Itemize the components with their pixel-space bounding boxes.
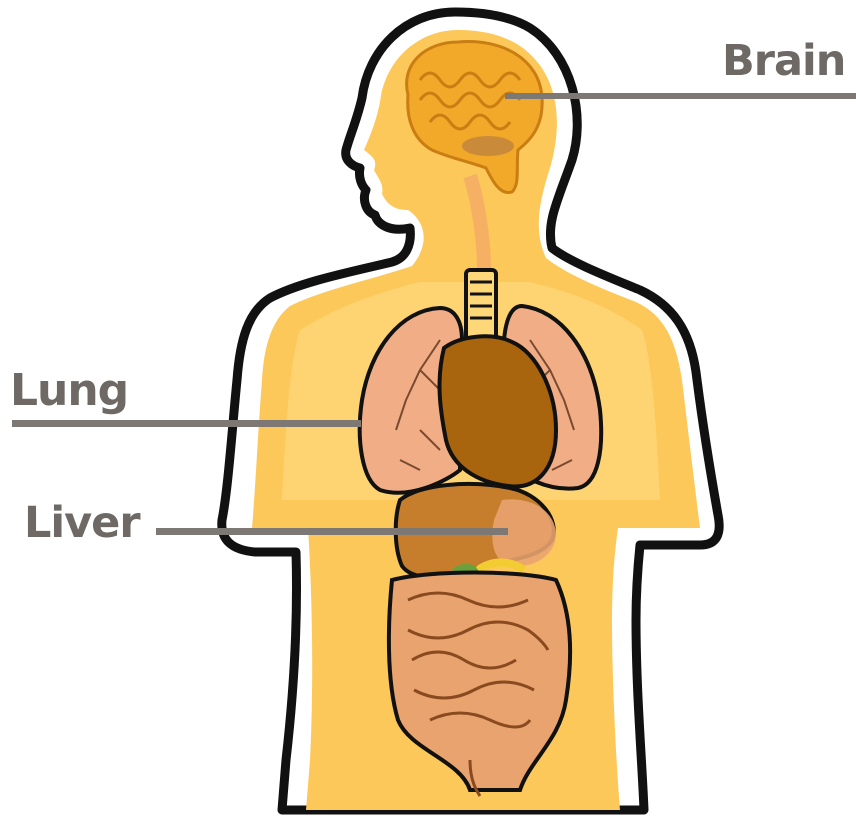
liver-label: Liver (24, 498, 140, 548)
brain-label: Brain (722, 36, 845, 86)
lung-label: Lung (10, 365, 128, 416)
lung-leader-line (12, 420, 361, 427)
liver-leader-line (156, 528, 508, 535)
brain-leader-line (505, 93, 856, 99)
